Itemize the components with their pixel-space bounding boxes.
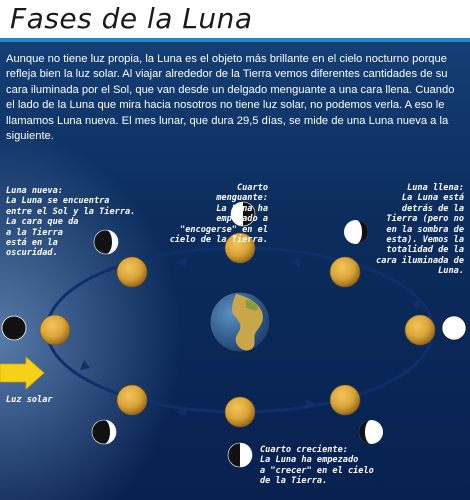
waning-gibbous-phase-icon	[344, 220, 368, 244]
moon-on-orbit-last-quarter	[224, 232, 256, 264]
first-quarter-line: a "crecer" en el cielo	[260, 465, 374, 476]
moon-on-orbit-first-quarter	[224, 396, 256, 428]
header	[0, 0, 470, 42]
full-moon-line: Tierra (pero no	[386, 214, 464, 225]
full-moon-phase-icon	[441, 315, 467, 341]
full-moon-label: Luna llena: La Luna está detrás de la Ti…	[340, 183, 464, 277]
intro-paragraph: Aunque no tiene luz propia, la Luna es e…	[6, 53, 455, 143]
full-moon-title: Luna llena:	[407, 183, 464, 193]
moon-on-orbit-full	[404, 314, 436, 346]
full-moon-line: esta). Vemos la	[386, 235, 464, 246]
moon-on-orbit	[329, 384, 361, 416]
new-moon-line: entre el Sol y la Tierra.	[6, 206, 136, 217]
orbit-arrow	[412, 300, 422, 310]
orbit-arrow	[80, 360, 90, 370]
first-quarter-line: de la Tierra.	[260, 476, 328, 487]
new-moon-line: a la Tierra	[6, 227, 63, 238]
sunlight-label: Luz solar	[6, 395, 53, 405]
last-quarter-line: cielo de la Tierra.	[169, 235, 268, 246]
orbit-arrow	[290, 257, 300, 267]
last-quarter-line: La Luna ha	[216, 203, 268, 214]
last-quarter-title: Cuarto	[236, 183, 268, 193]
moon-on-orbit	[116, 384, 148, 416]
moon-on-orbit	[116, 256, 148, 288]
last-quarter-phase-icon	[230, 201, 256, 227]
waxing-gibbous-phase-icon	[359, 420, 383, 444]
phase-views	[1, 201, 467, 468]
full-moon-line: totalidad de la	[386, 245, 464, 256]
new-moon-line: La Luna se encuentra	[6, 196, 110, 207]
full-moon-line: cara iluminada de	[376, 255, 464, 266]
new-moon-line: La cara que da	[6, 217, 79, 228]
first-quarter-phase-icon	[227, 442, 253, 468]
new-moon-label: Luna nueva: La Luna se encuentra entre e…	[6, 186, 135, 259]
earth-icon	[209, 291, 271, 353]
last-quarter-line: empezado a	[216, 214, 268, 225]
full-moon-line: La Luna está	[401, 193, 464, 204]
first-quarter-label: Cuarto creciente: La Luna ha empezado a …	[260, 445, 374, 487]
last-quarter-line: menguante:	[216, 193, 268, 204]
full-moon-line: en la sombra de	[386, 224, 464, 235]
moon-on-orbit-new	[39, 314, 71, 346]
new-moon-phase-icon	[1, 315, 27, 341]
orbit-arrow	[306, 399, 316, 409]
new-moon-line: oscuridad.	[6, 248, 58, 259]
last-quarter-label: Cuarto menguante: La Luna ha empezado a …	[154, 183, 268, 245]
waning-crescent-phase-icon	[93, 229, 119, 255]
orbit-arrow	[176, 257, 186, 267]
first-quarter-title: Cuarto creciente:	[260, 445, 348, 455]
new-moon-title: Luna nueva:	[6, 186, 63, 196]
waxing-crescent-phase-icon	[91, 419, 117, 445]
full-moon-line: Luna.	[438, 266, 464, 277]
orbit-moons	[39, 232, 436, 428]
sunlight-arrow-icon	[0, 356, 45, 390]
orbit-arrows	[80, 257, 422, 417]
moon-on-orbit	[329, 256, 361, 288]
new-moon-line: está en la	[6, 238, 58, 249]
page-title: Fases de la Luna	[10, 2, 253, 35]
full-moon-line: detrás de la	[401, 203, 464, 214]
header-accent-bar	[0, 38, 470, 42]
orbit-arrow	[176, 407, 186, 417]
last-quarter-line: "encogerse" en el	[180, 224, 268, 235]
first-quarter-line: La Luna ha empezado	[260, 455, 359, 466]
